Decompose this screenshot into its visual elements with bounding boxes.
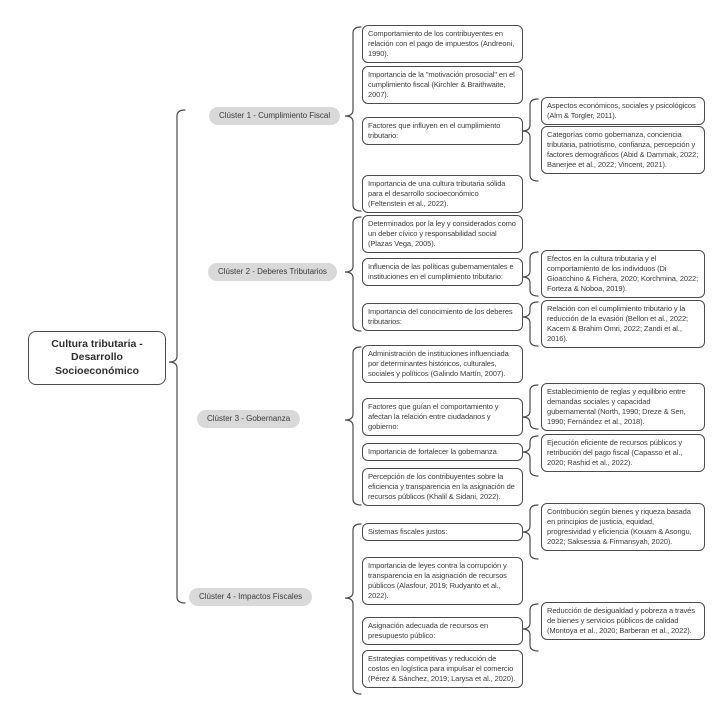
note-box: Comportamiento de los contribuyentes en … [362,25,523,63]
note-child-box: Ejecución eficiente de recursos públicos… [541,434,705,472]
note-child-box: Efectos en la cultura tributaria y el co… [541,250,705,298]
cluster-4-pill: Clúster 4 - Impactos Fiscales [189,588,313,606]
brace-connector [344,26,362,212]
note-box: Determinados por la ley y considerados c… [362,215,523,253]
note-box: Factores que influyen en el cumplimiento… [362,117,523,145]
cluster-3-pill: Clúster 3 - Gobernanza [197,410,301,428]
brace-connector [521,98,539,182]
brace-connector [521,384,539,430]
note-child-box: Categorías como gobernanza, conciencia t… [541,126,705,174]
brace-connector [344,523,362,695]
brace-connector [344,346,362,506]
root-node: Cultura tributaria - Desarrollo Socioeco… [28,331,166,385]
brace-connector [521,603,539,652]
cluster-1-pill: Clúster 1 - Cumplimiento Fiscal [209,107,341,125]
note-box: Asignación adecuada de recursos en presu… [362,617,523,645]
note-child-box: Establecimiento de reglas y equilibrio e… [541,383,705,431]
note-child-box: Aspectos económicos, sociales y psicológ… [541,97,705,125]
note-box: Percepción de los contribuyentes sobre l… [362,468,523,506]
note-box: Importancia de una cultura tributaria só… [362,175,523,213]
brace-connector [521,251,539,297]
note-box: Importancia de leyes contra la corrupció… [362,557,523,605]
note-child-box: Relación con el cumplimiento tributario … [541,300,705,348]
note-box: Factores que guían el comportamiento y a… [362,398,523,436]
brace-connector [344,216,362,332]
note-box: Administración de instituciones influenc… [362,345,523,383]
note-box: Estrategias competitivas y reducción de … [362,650,523,688]
note-child-box: Contribución según bienes y riqueza basa… [541,503,705,551]
note-box: Influencia de las políticas gubernamenta… [362,258,523,286]
note-box: Importancia del conocimiento de los debe… [362,303,523,331]
note-box: Importancia de fortalecer la gobernanza [362,443,523,461]
cluster-2-pill: Clúster 2 - Deberes Tributarios [208,263,337,281]
brace-connector [521,504,539,560]
brace-connector [521,301,539,347]
brace-connector [168,109,186,604]
note-box: Sistemas fiscales justos: [362,523,523,541]
note-box: Importancia de la "motivación prosocial"… [362,66,523,104]
note-child-box: Reducción de desigualdad y pobreza a tra… [541,602,705,640]
brace-connector [521,435,539,477]
